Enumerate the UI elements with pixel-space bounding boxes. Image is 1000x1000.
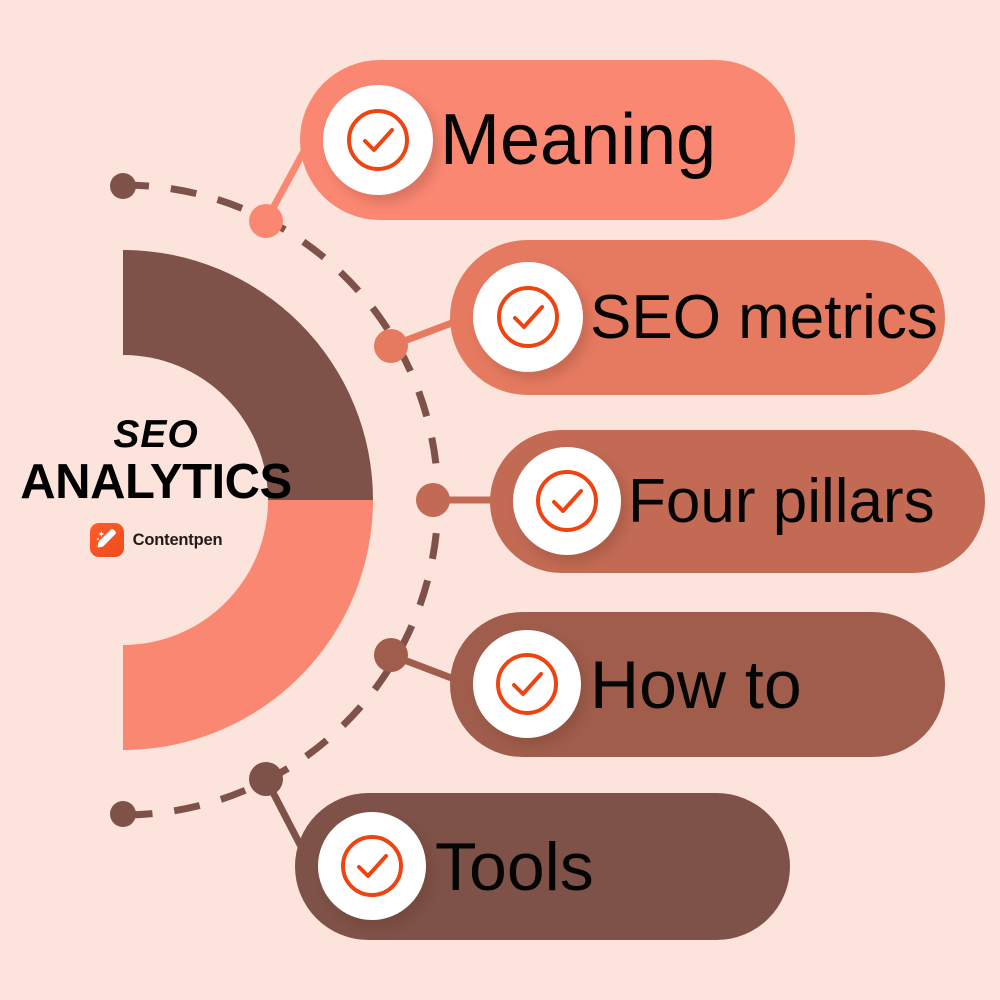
dashed-arc-endpoint-top (110, 173, 136, 199)
connector-item-4 (374, 638, 464, 686)
check-circle-icon (318, 812, 426, 920)
check-circle-icon (473, 630, 581, 738)
list-item-seo-metrics[interactable]: SEO metrics (450, 240, 945, 395)
list-item-label: Tools (435, 828, 594, 905)
dashed-arc-endpoint-bottom (110, 801, 136, 827)
page-title: ANALYTICS (20, 455, 292, 509)
list-item-label: Four pillars (628, 467, 935, 536)
list-item-label: Meaning (440, 100, 717, 180)
list-item-label: How to (590, 646, 802, 723)
list-item-four-pillars[interactable]: Four pillars (490, 430, 985, 573)
list-item-tools[interactable]: Tools (295, 793, 790, 940)
title-line-seo: SEO (113, 413, 199, 456)
check-circle-icon (473, 262, 583, 372)
brand-block: SEO ANALYTICS Contentpen (0, 415, 312, 557)
logo-lockup: Contentpen (0, 523, 312, 557)
list-item-label: SEO metrics (590, 283, 938, 352)
list-item-how-to[interactable]: How to (450, 612, 945, 757)
list-item-meaning[interactable]: Meaning (300, 60, 795, 220)
contentpen-sparkle-pen-icon (89, 523, 124, 557)
check-circle-icon (323, 85, 433, 195)
logo-wordmark: Contentpen (132, 530, 223, 549)
check-circle-icon (513, 447, 621, 555)
